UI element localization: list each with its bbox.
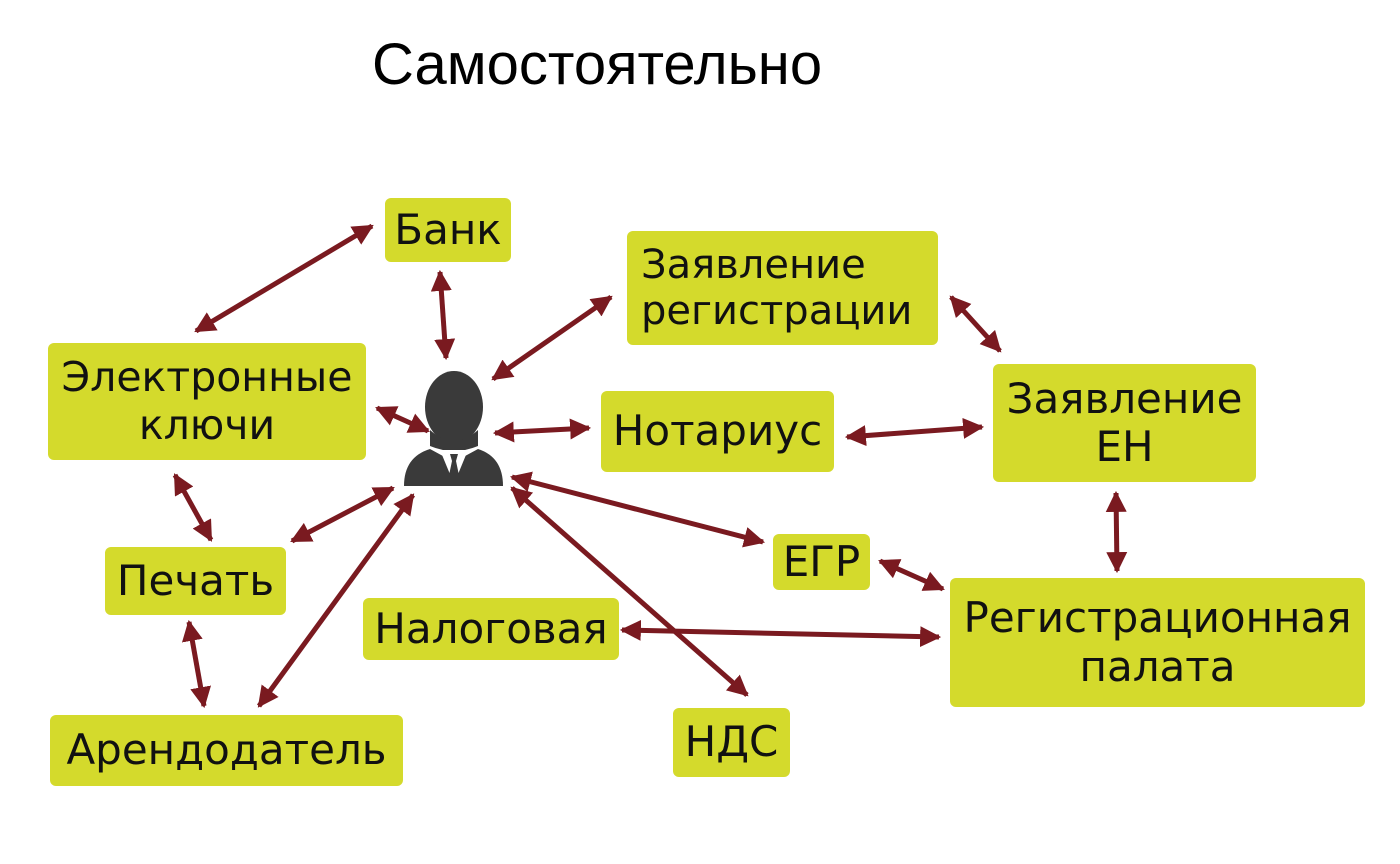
page-title: Самостоятельно [372, 32, 823, 97]
node-tax-office: Налоговая [363, 598, 619, 660]
arrow-registration-application-to-en-application [949, 295, 1002, 353]
node-landlord: Арендодатель [50, 715, 403, 786]
node-egr: ЕГР [773, 534, 870, 590]
arrow-en-application-to-registration-chamber [1105, 490, 1128, 574]
arrow-electronic-keys-to-stamp [172, 473, 214, 542]
node-registration-chamber: Регистрационная палата [950, 578, 1365, 707]
arrow-person-to-notary [492, 418, 592, 443]
node-stamp: Печать [105, 547, 286, 615]
node-en-application: Заявление ЕН [993, 364, 1256, 482]
arrow-stamp-to-landlord [181, 619, 212, 709]
node-notary: Нотариус [601, 391, 834, 472]
arrow-landlord-to-person [256, 493, 416, 708]
node-registration-application: Заявление регистрации [627, 231, 938, 345]
arrow-bank-to-person [430, 269, 456, 361]
node-vat: НДС [673, 708, 790, 777]
arrow-person-to-registration-application [491, 294, 613, 382]
arrow-electronic-keys-to-person [375, 405, 430, 434]
arrow-bank-to-electronic-keys [194, 223, 374, 334]
arrow-person-to-vat [510, 486, 749, 697]
node-electronic-keys: Электронные ключи [48, 343, 366, 460]
arrow-egr-to-registration-chamber [878, 558, 945, 592]
arrow-notary-to-en-application [844, 417, 985, 447]
node-bank: Банк [385, 198, 511, 262]
